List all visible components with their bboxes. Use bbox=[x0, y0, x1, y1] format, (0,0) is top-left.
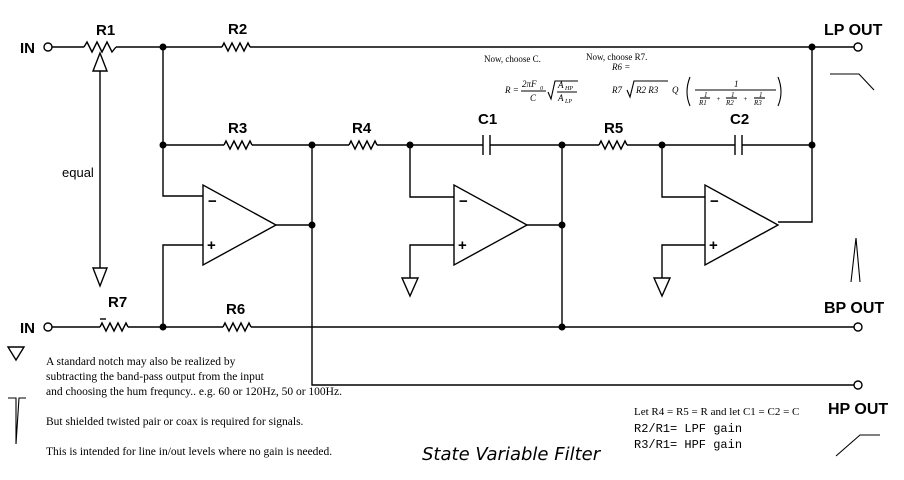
opamp3-minus: − bbox=[710, 193, 719, 210]
in-bottom-terminal bbox=[43, 322, 53, 332]
formula-r6-eq: R6 = bbox=[611, 62, 630, 72]
wire-op2-plus-gnd bbox=[409, 244, 454, 278]
wire-op3-plus-gnd bbox=[661, 244, 705, 278]
r2-label: R2 bbox=[228, 21, 247, 38]
bp-out-label: BP OUT bbox=[824, 300, 884, 317]
c1-label: C1 bbox=[478, 111, 497, 128]
resistor-r7 bbox=[99, 321, 129, 333]
formula-one-c: 1 bbox=[759, 91, 763, 99]
formula-r-eq: R = bbox=[504, 85, 519, 95]
r1-label: R1 bbox=[96, 22, 115, 39]
formula-r-den: C bbox=[530, 93, 537, 103]
formula-one-top: 1 bbox=[734, 79, 739, 89]
r1-wiper-arrow bbox=[91, 51, 109, 72]
r7-wiper-arrow bbox=[91, 267, 109, 288]
gain-note-line-1: Let R4 = R5 = R and let C1 = C2 = C bbox=[634, 406, 799, 418]
note-line-4: But shielded twisted pair or coax is req… bbox=[46, 416, 304, 428]
formula-paren-right bbox=[777, 76, 782, 107]
formula-r1: R1 bbox=[698, 99, 707, 107]
formula-r-num-sub: 0 bbox=[540, 86, 543, 92]
formula-paren-left bbox=[686, 76, 691, 107]
resistor-r4 bbox=[348, 139, 378, 151]
ground-3 bbox=[652, 277, 672, 298]
formula-r-num: 2πF bbox=[522, 79, 537, 89]
node-r3-left bbox=[159, 141, 167, 149]
note-line-5: This is intended for line in/out levels … bbox=[46, 446, 332, 458]
capacitor-c1 bbox=[482, 135, 491, 155]
in-top-terminal bbox=[43, 42, 53, 52]
formula-choose-c: Now, choose C. bbox=[484, 54, 541, 64]
node-bp-mid bbox=[558, 221, 566, 229]
bp-out-terminal bbox=[853, 322, 863, 332]
node-bottom-left bbox=[159, 323, 167, 331]
node-hp-out bbox=[308, 221, 316, 229]
hp-response-sketch bbox=[835, 434, 880, 457]
wire-op2-minus bbox=[409, 145, 454, 198]
notch-response-sketch bbox=[8, 397, 26, 445]
note-line-3: and choosing the hum frequncy.. e.g. 60 … bbox=[46, 386, 342, 398]
formula-r3: R3 bbox=[753, 99, 762, 107]
lp-out-terminal bbox=[853, 42, 863, 52]
formula-sqrt-den-sub: LP bbox=[564, 99, 572, 105]
ground-2 bbox=[400, 277, 420, 298]
opamp-1 bbox=[202, 183, 278, 267]
formula-q: Q bbox=[672, 85, 679, 95]
lp-out-label: LP OUT bbox=[824, 22, 883, 39]
diagram-title: State Variable Filter bbox=[422, 444, 602, 465]
resistor-r5 bbox=[598, 139, 628, 151]
formula-r2r3: R2 R3 bbox=[635, 85, 659, 95]
formula-r-sqrt bbox=[547, 80, 578, 101]
formula-choose-r7: Now, choose R7. bbox=[586, 52, 647, 62]
formula-one-a: 1 bbox=[704, 91, 708, 99]
resistor-r1 bbox=[83, 40, 117, 54]
resistor-r3 bbox=[223, 139, 253, 151]
lp-response-sketch bbox=[830, 73, 875, 91]
in-bottom-label: IN bbox=[20, 320, 35, 337]
wire-op3-minus bbox=[661, 145, 705, 198]
wire-left-vertical bbox=[162, 47, 203, 197]
r7-label: R7 bbox=[108, 294, 127, 311]
in-top-label: IN bbox=[20, 40, 35, 57]
hp-out-label: HP OUT bbox=[828, 401, 888, 418]
capacitor-c2 bbox=[734, 135, 743, 155]
opamp-2 bbox=[453, 183, 529, 267]
gain-note-line-2: R2/R1= LPF gain bbox=[634, 422, 742, 436]
formula-plus-b: + bbox=[743, 95, 748, 103]
opamp3-plus: + bbox=[709, 237, 718, 254]
c2-label: C2 bbox=[730, 111, 749, 128]
opamp2-plus: + bbox=[458, 237, 467, 254]
opamp1-minus: − bbox=[208, 193, 217, 210]
r6-label: R6 bbox=[226, 301, 245, 318]
hp-out-terminal bbox=[853, 380, 863, 390]
note-line-2: subtracting the band-pass output from th… bbox=[46, 371, 265, 383]
opamp2-minus: − bbox=[459, 193, 468, 210]
formula-r2: R2 bbox=[725, 99, 734, 107]
formula-r2r3-sqrt bbox=[626, 80, 668, 99]
formula-sqrt-num-sub: HP bbox=[564, 86, 573, 92]
ground-input bbox=[6, 346, 26, 362]
formula-one-b: 1 bbox=[731, 91, 735, 99]
bp-response-sketch bbox=[850, 237, 861, 283]
resistor-r2 bbox=[221, 41, 251, 53]
r4-label: R4 bbox=[352, 120, 372, 137]
wire-hp-vertical bbox=[311, 145, 854, 386]
resistor-r6 bbox=[222, 321, 252, 333]
formula-sqrt-num: A bbox=[557, 80, 564, 90]
note-line-1: A standard notch may also be realized by bbox=[46, 356, 236, 368]
formula-r7-expr: R7 bbox=[611, 85, 622, 95]
equal-label: equal bbox=[62, 165, 94, 180]
r3-label: R3 bbox=[228, 120, 247, 137]
opamp-3 bbox=[704, 183, 780, 267]
formula-plus-a: + bbox=[716, 95, 721, 103]
node-bp-bottom bbox=[558, 323, 566, 331]
gain-note-line-3: R3/R1= HPF gain bbox=[634, 438, 742, 452]
opamp1-plus: + bbox=[207, 237, 216, 254]
wire-op1-plus bbox=[162, 244, 203, 327]
r5-label: R5 bbox=[604, 120, 623, 137]
formula-sqrt-den: A bbox=[557, 93, 564, 103]
wire-lp-vertical bbox=[778, 47, 813, 223]
